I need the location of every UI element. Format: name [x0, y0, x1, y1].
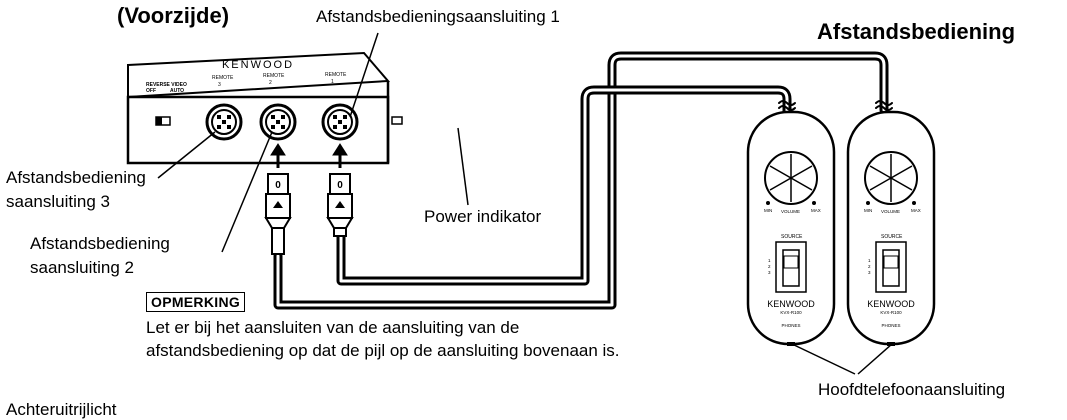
left-pos-2: 2 [768, 264, 771, 269]
reverse-switch-auto: AUTO [170, 88, 184, 94]
remote-conn-3-label-line2: saansluiting 3 [6, 192, 110, 211]
plug-1-number: 0 [337, 180, 343, 191]
remote-unit-right: MIN VOLUME MAX SOURCE 1 2 3 KENWOOD KVX-… [846, 110, 936, 346]
plug-1: 0 [326, 173, 354, 237]
remote-title: Afstandsbediening [817, 19, 1016, 44]
front-title: (Voorzijde) [117, 3, 230, 28]
insert-arrows [270, 143, 348, 168]
right-min: MIN [864, 208, 872, 213]
right-volume: VOLUME [881, 209, 900, 214]
remote-port-1 [321, 103, 359, 141]
remote-conn-1-label: Afstandsbedieningsaansluiting 1 [316, 7, 560, 26]
right-brand: KENWOOD [867, 299, 915, 309]
left-source: SOURCE [781, 234, 803, 240]
plug-2: 0 [264, 173, 292, 255]
remote-conn-3-label-line1: Afstandsbediening [6, 168, 146, 187]
remote-port-2 [259, 103, 297, 141]
right-source: SOURCE [881, 234, 903, 240]
left-min: MIN [764, 208, 772, 213]
port-2-number: 2 [269, 80, 272, 86]
right-phones: PHONES [881, 323, 900, 328]
headphone-jack-label: Hoofdtelefoonaansluiting [818, 380, 1006, 399]
left-pos-3: 3 [768, 270, 771, 275]
port-1-number: 1 [331, 79, 334, 85]
left-model: KVX-R100 [780, 310, 802, 315]
right-pos-3: 3 [868, 270, 871, 275]
port-3-label: REMOTE [212, 75, 234, 81]
right-pos-1: 1 [868, 258, 871, 263]
power-led [391, 116, 403, 125]
port-2-label: REMOTE [263, 73, 285, 79]
port-1-label: REMOTE [325, 72, 347, 78]
power-indicator-label: Power indikator [424, 207, 542, 226]
left-max: MAX [811, 208, 821, 213]
left-brand: KENWOOD [767, 299, 815, 309]
left-volume: VOLUME [781, 209, 800, 214]
remote-port-3 [205, 103, 243, 141]
left-phones: PHONES [781, 323, 800, 328]
remote-conn-2-label-line1: Afstandsbediening [30, 234, 170, 253]
remote-unit-left: MIN VOLUME MAX SOURCE 1 2 3 KENWOOD KVX-… [746, 110, 836, 346]
plug-2-number: 0 [275, 180, 281, 191]
main-unit: KENWOOD REVERSE VIDEO OFF AUTO REMOTE 3 … [126, 51, 403, 165]
reverse-switch-off: OFF [146, 88, 156, 94]
reverse-switch-label: REVERSE VIDEO [146, 82, 187, 88]
right-max: MAX [911, 208, 921, 213]
port-3-number: 3 [218, 82, 221, 88]
unit-brand: KENWOOD [222, 59, 294, 71]
remote-cables [273, 51, 893, 310]
right-model: KVX-R100 [880, 310, 902, 315]
right-pos-2: 2 [868, 264, 871, 269]
note-line-2: afstandsbediening op dat de pijl op de a… [146, 341, 620, 360]
note-line-1: Let er bij het aansluiten van de aanslui… [146, 318, 520, 337]
leader-lines [157, 32, 893, 375]
note-badge: OPMERKING [146, 292, 246, 312]
left-pos-1: 1 [768, 258, 771, 263]
remote-conn-2-label-line2: saansluiting 2 [30, 258, 134, 277]
